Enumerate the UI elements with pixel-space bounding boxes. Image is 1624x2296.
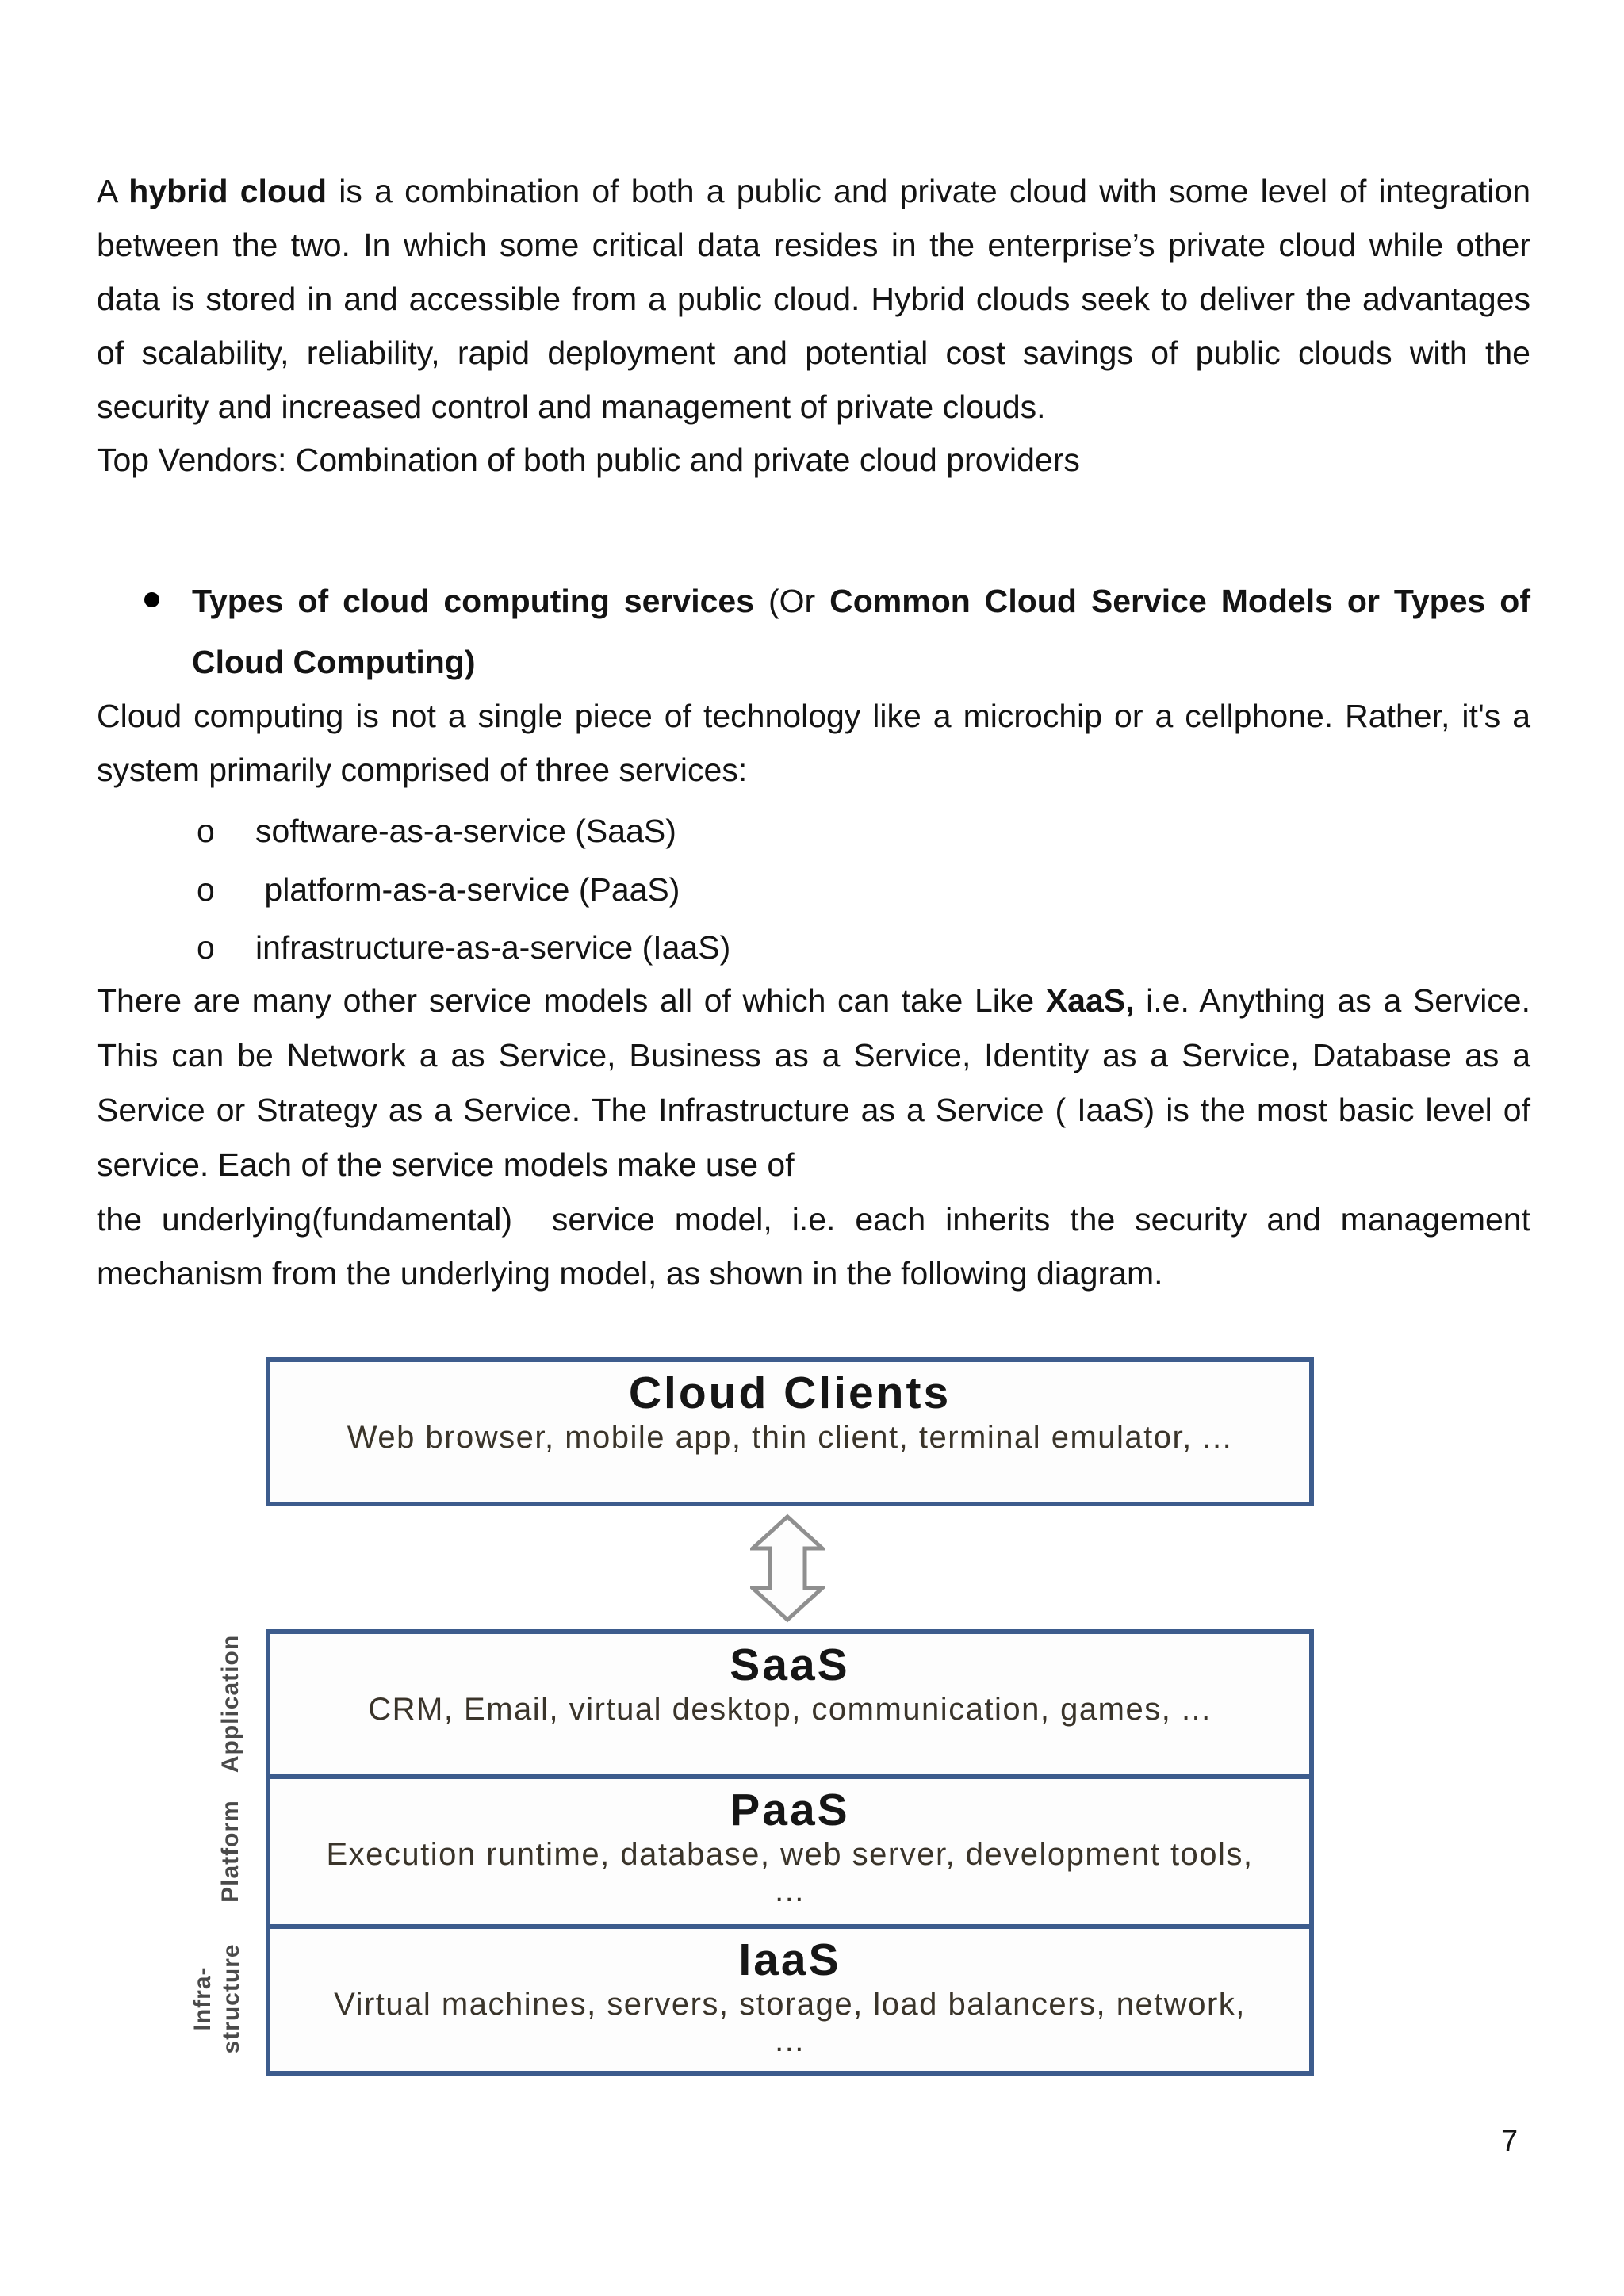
- diagram-box-paas: PaaS Execution runtime, database, web se…: [266, 1774, 1314, 1929]
- double-arrow-icon: [750, 1513, 825, 1623]
- cloud-clients-subtitle: Web browser, mobile app, thin client, te…: [347, 1420, 1233, 1455]
- paragraph-underlying-model: the underlying(fundamental) service mode…: [97, 1201, 1540, 1292]
- diagram-box-iaas: IaaS Virtual machines, servers, storage,…: [266, 1924, 1314, 2076]
- list-item-iaas: o infrastructure-as-a-service (IaaS): [197, 920, 730, 974]
- iaas-subtitle: Virtual machines, servers, storage, load…: [334, 1987, 1246, 2058]
- bullet-icon: [144, 592, 159, 607]
- p1-bold-hybrid-cloud: hybrid cloud: [128, 173, 327, 209]
- diagram-box-saas: SaaS CRM, Email, virtual desktop, commun…: [266, 1629, 1314, 1779]
- layer-label-platform: Platform: [217, 1800, 243, 1903]
- cloud-clients-title: Cloud Clients: [628, 1368, 952, 1418]
- list-item-label: platform-as-a-service (PaaS): [255, 871, 680, 908]
- list-item-saas: o software-as-a-service (SaaS): [197, 804, 676, 858]
- section-heading-types-of-services: Types of cloud computing services (Or Co…: [144, 571, 1530, 693]
- top-vendors-line: Top Vendors: Combination of both public …: [97, 442, 1080, 478]
- layer-label-application: Application: [217, 1634, 243, 1774]
- saas-subtitle: CRM, Email, virtual desktop, communicati…: [368, 1692, 1212, 1727]
- heading-bold1: Types of cloud computing services: [192, 583, 755, 619]
- p1-rest: is a combination of both a public and pr…: [97, 173, 1531, 425]
- p3-bold-xaas: XaaS,: [1045, 982, 1135, 1019]
- heading-bold2: Common Cloud Service Models or Types of …: [192, 583, 1530, 680]
- paragraph-xaas: There are many other service models all …: [97, 974, 1530, 1192]
- paas-subtitle: Execution runtime, database, web server,…: [326, 1837, 1254, 1908]
- paragraph-hybrid-cloud: A hybrid cloud is a combination of both …: [97, 164, 1530, 434]
- paas-title: PaaS: [730, 1785, 850, 1835]
- heading-normal: (Or: [754, 583, 830, 619]
- paragraph-three-services: Cloud computing is not a single piece of…: [97, 698, 1530, 788]
- list-marker: o: [197, 813, 215, 849]
- p3-rest: i.e. Anything as a Service. This can be …: [97, 982, 1531, 1183]
- saas-title: SaaS: [730, 1640, 850, 1690]
- diagram-box-cloud-clients: Cloud Clients Web browser, mobile app, t…: [266, 1357, 1314, 1506]
- list-item-label: software-as-a-service (SaaS): [255, 813, 676, 849]
- list-marker: o: [197, 929, 215, 966]
- p1-pre: A: [97, 173, 129, 209]
- list-marker: o: [197, 871, 215, 908]
- layer-label-infrastructure: Infra- structure: [190, 1943, 244, 2054]
- page-number: 7: [1501, 2125, 1519, 2158]
- list-item-paas: o platform-as-a-service (PaaS): [197, 863, 680, 916]
- p3-pre: There are many other service models all …: [97, 982, 1046, 1019]
- list-item-label: infrastructure-as-a-service (IaaS): [255, 929, 731, 966]
- iaas-title: IaaS: [738, 1934, 841, 1985]
